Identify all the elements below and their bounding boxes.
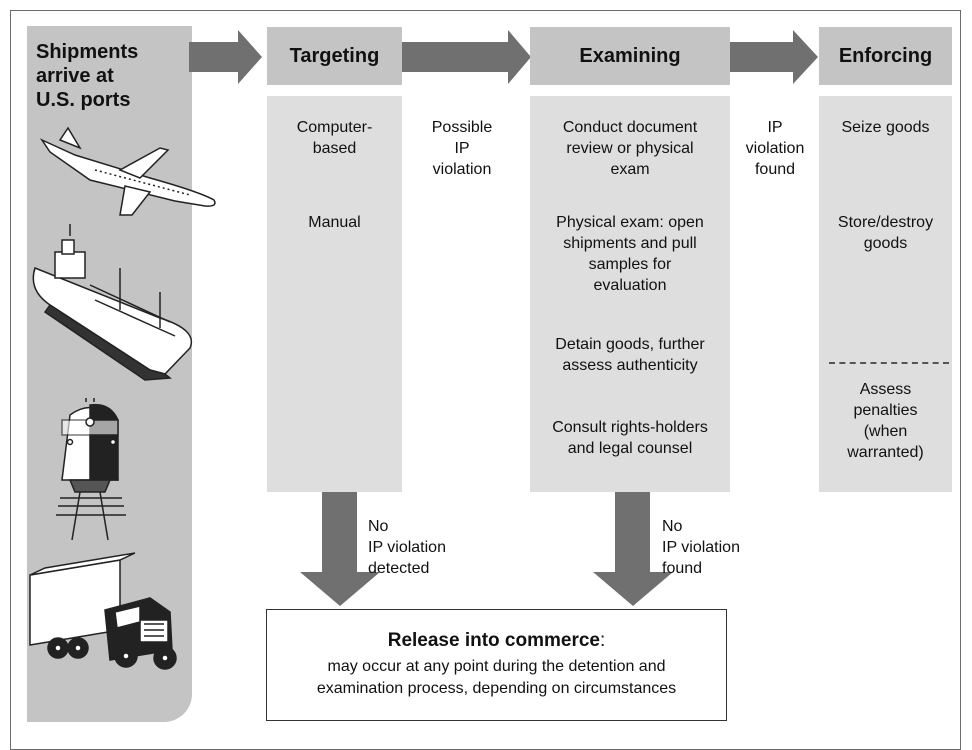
examining-item-detain-goods: Detain goods, further assess authenticit… bbox=[555, 336, 705, 374]
examining-item-physical-exam: Physical exam: open shipments and pull s… bbox=[556, 214, 704, 294]
truck-icon bbox=[29, 552, 177, 670]
arrow-down-examining bbox=[593, 492, 673, 606]
note-possible-violation: Possible IP violation bbox=[431, 119, 493, 178]
release-description: may occur at any point during the detent… bbox=[316, 658, 677, 697]
note-no-violation-detected: No IP violation detected bbox=[368, 518, 446, 577]
enforcing-item-store-destroy: Store/destroy goods bbox=[837, 214, 934, 252]
enforcing-item-seize: Seize goods bbox=[841, 119, 930, 136]
examining-panel bbox=[530, 96, 730, 492]
examining-item-consult: Consult rights-holders and legal counsel bbox=[552, 419, 708, 457]
release-title: Release into commerce: bbox=[387, 630, 606, 651]
targeting-item-computer-based: Computer- based bbox=[296, 119, 373, 157]
train-icon bbox=[56, 398, 126, 541]
enforcing-item-penalties: Assess penalties (when warranted) bbox=[847, 381, 924, 461]
arrow-to-examining bbox=[402, 30, 531, 84]
arrow-to-targeting bbox=[189, 30, 262, 84]
enforcing-panel bbox=[819, 96, 952, 492]
stage-targeting-header: Targeting bbox=[267, 27, 402, 85]
airplane-icon bbox=[39, 126, 216, 216]
stage-examining-header: Examining bbox=[530, 27, 730, 85]
note-violation-found: IP violation found bbox=[745, 119, 805, 178]
targeting-panel bbox=[267, 96, 402, 492]
sidebar-title: Shipments arrive at U.S. ports bbox=[36, 41, 139, 111]
arrow-to-enforcing bbox=[730, 30, 818, 84]
flow-arrows bbox=[29, 30, 818, 670]
enforcing-divider bbox=[829, 362, 949, 364]
examining-item-document-review: Conduct document review or physical exam bbox=[562, 119, 698, 178]
stage-enforcing-header: Enforcing bbox=[819, 27, 952, 85]
cargo-ship-icon bbox=[32, 224, 193, 381]
release-into-commerce-box: Release into commerce: may occur at any … bbox=[266, 609, 727, 721]
targeting-item-manual: Manual bbox=[308, 214, 361, 231]
arrow-down-targeting bbox=[300, 492, 380, 606]
note-no-violation-found: No IP violation found bbox=[662, 518, 740, 577]
